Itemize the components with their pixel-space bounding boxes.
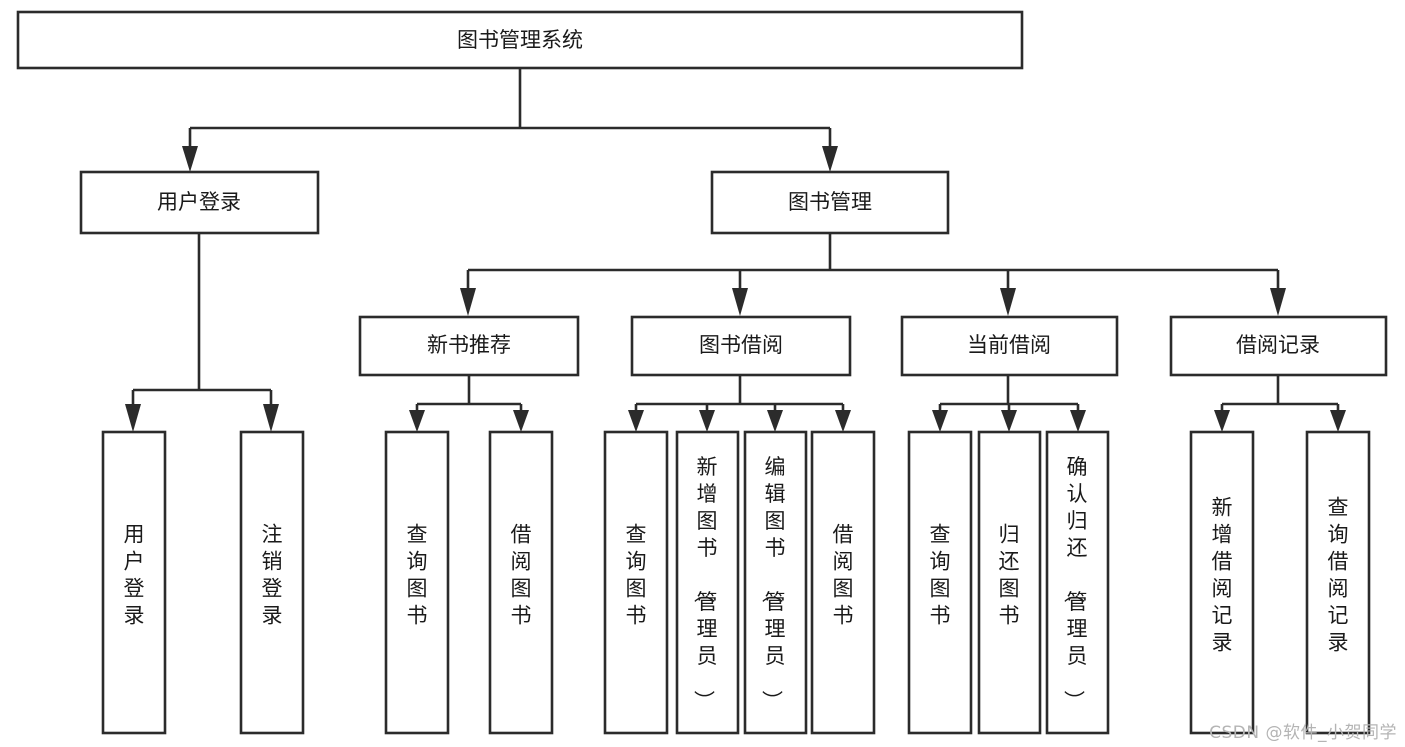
node-book-borrow-label: 图书借阅	[699, 333, 783, 357]
connector-group-book-manage	[460, 233, 1286, 316]
node-book-borrow-box[interactable]	[630, 315, 852, 377]
node-leaf-query-book-3-label: 查询图书	[930, 523, 951, 628]
node-leaf-query-book-3[interactable]: 查询图书	[907, 430, 973, 735]
node-leaf-add-record[interactable]: 新增借阅记录	[1189, 430, 1255, 735]
node-leaf-return-book-box[interactable]	[977, 430, 1042, 735]
node-leaf-borrow-book-1[interactable]: 借阅图书	[488, 430, 554, 735]
arrow-root-to-user-login	[182, 146, 198, 172]
node-current-borrow-box[interactable]	[900, 315, 1119, 377]
arrow-rec-to-leaf2	[513, 410, 529, 432]
node-leaf-add-book[interactable]: 新增图书（管理员）	[675, 430, 740, 735]
node-leaf-confirm-return-label: 确认归还（管理员）	[1062, 455, 1088, 711]
node-leaf-logout-login-label: 注销登录	[262, 523, 283, 628]
node-leaf-logout-login-box[interactable]	[239, 430, 305, 735]
node-leaf-edit-book[interactable]: 编辑图书（管理员）	[743, 430, 808, 735]
node-leaf-borrow-book-2-box[interactable]	[810, 430, 876, 735]
arrow-rec-to-leaf1	[409, 410, 425, 432]
node-leaf-borrow-book-2[interactable]: 借阅图书	[810, 430, 876, 735]
arrow-bm-to-current	[1000, 288, 1016, 316]
connector-group-user-login	[125, 233, 279, 432]
arrow-bo-to-leaf4	[835, 410, 851, 432]
node-borrow-record-label: 借阅记录	[1236, 333, 1320, 357]
connector-group-borrow	[628, 375, 851, 432]
node-leaf-query-book-1-label: 查询图书	[407, 523, 428, 628]
node-leaf-query-book-2-label: 查询图书	[626, 523, 647, 628]
arrow-cu-to-leaf1	[932, 410, 948, 432]
node-borrow-record[interactable]: 借阅记录	[1169, 315, 1388, 377]
node-root-label: 图书管理系统	[457, 28, 583, 52]
node-user-login-label: 用户登录	[157, 190, 241, 214]
node-leaf-add-record-box[interactable]	[1189, 430, 1255, 735]
node-book-manage[interactable]: 图书管理	[710, 170, 950, 235]
node-leaf-query-book-3-box[interactable]	[907, 430, 973, 735]
arrow-re-to-leaf1	[1214, 410, 1230, 432]
node-new-book-recommend[interactable]: 新书推荐	[358, 315, 580, 377]
arrow-re-to-leaf2	[1330, 410, 1346, 432]
node-user-login-box[interactable]	[79, 170, 320, 235]
arrow-bm-to-record	[1270, 288, 1286, 316]
node-current-borrow-label: 当前借阅	[967, 333, 1051, 357]
node-leaf-edit-book-box[interactable]	[743, 430, 808, 735]
node-leaf-query-record-box[interactable]	[1305, 430, 1371, 735]
node-leaf-query-book-1-box[interactable]	[384, 430, 450, 735]
node-leaf-add-book-box[interactable]	[675, 430, 740, 735]
node-current-borrow[interactable]: 当前借阅	[900, 315, 1119, 377]
connector-group-recommend	[409, 375, 529, 432]
connector-group-record	[1214, 375, 1346, 432]
node-book-manage-box[interactable]	[710, 170, 950, 235]
connector-group-current	[932, 375, 1086, 432]
node-leaf-query-record-label: 查询借阅记录	[1328, 496, 1349, 655]
node-leaf-return-book[interactable]: 归还图书	[977, 430, 1042, 735]
arrow-bo-to-leaf1	[628, 410, 644, 432]
arrow-ul-to-leaf2	[263, 404, 279, 432]
node-root-box[interactable]	[16, 10, 1024, 70]
node-root[interactable]: 图书管理系统	[16, 10, 1024, 70]
arrow-cu-to-leaf3	[1070, 410, 1086, 432]
node-leaf-return-book-label: 归还图书	[999, 523, 1020, 628]
node-leaf-user-login-box[interactable]	[101, 430, 167, 735]
node-leaf-query-book-2-box[interactable]	[603, 430, 669, 735]
node-user-login[interactable]: 用户登录	[79, 170, 320, 235]
node-leaf-add-record-label: 新增借阅记录	[1212, 496, 1233, 655]
connector-group-root	[182, 68, 838, 172]
node-leaf-logout-login[interactable]: 注销登录	[239, 430, 305, 735]
arrow-bo-to-leaf3	[767, 410, 783, 432]
arrow-bm-to-borrow	[732, 288, 748, 316]
arrow-root-to-book-manage	[822, 146, 838, 172]
arrow-bo-to-leaf2	[699, 410, 715, 432]
node-leaf-borrow-book-1-label: 借阅图书	[511, 523, 532, 628]
node-new-book-recommend-label: 新书推荐	[427, 333, 511, 357]
node-leaf-user-login[interactable]: 用户登录	[101, 430, 167, 735]
node-book-borrow[interactable]: 图书借阅	[630, 315, 852, 377]
node-leaf-borrow-book-2-label: 借阅图书	[833, 523, 854, 628]
arrow-ul-to-leaf1	[125, 404, 141, 432]
node-leaf-query-record[interactable]: 查询借阅记录	[1305, 430, 1371, 735]
node-leaf-add-book-label: 新增图书（管理员）	[692, 455, 718, 711]
node-leaf-edit-book-label: 编辑图书（管理员）	[760, 455, 786, 711]
node-book-manage-label: 图书管理	[788, 190, 872, 214]
arrow-cu-to-leaf2	[1001, 410, 1017, 432]
node-leaf-query-book-2[interactable]: 查询图书	[603, 430, 669, 735]
node-leaf-query-book-1[interactable]: 查询图书	[384, 430, 450, 735]
node-leaf-borrow-book-1-box[interactable]	[488, 430, 554, 735]
node-leaf-user-login-label: 用户登录	[124, 523, 145, 628]
arrow-bm-to-recommend	[460, 288, 476, 316]
node-borrow-record-box[interactable]	[1169, 315, 1388, 377]
node-new-book-recommend-box[interactable]	[358, 315, 580, 377]
node-leaf-confirm-return-box[interactable]	[1045, 430, 1110, 735]
node-leaf-confirm-return[interactable]: 确认归还（管理员）	[1045, 430, 1110, 735]
